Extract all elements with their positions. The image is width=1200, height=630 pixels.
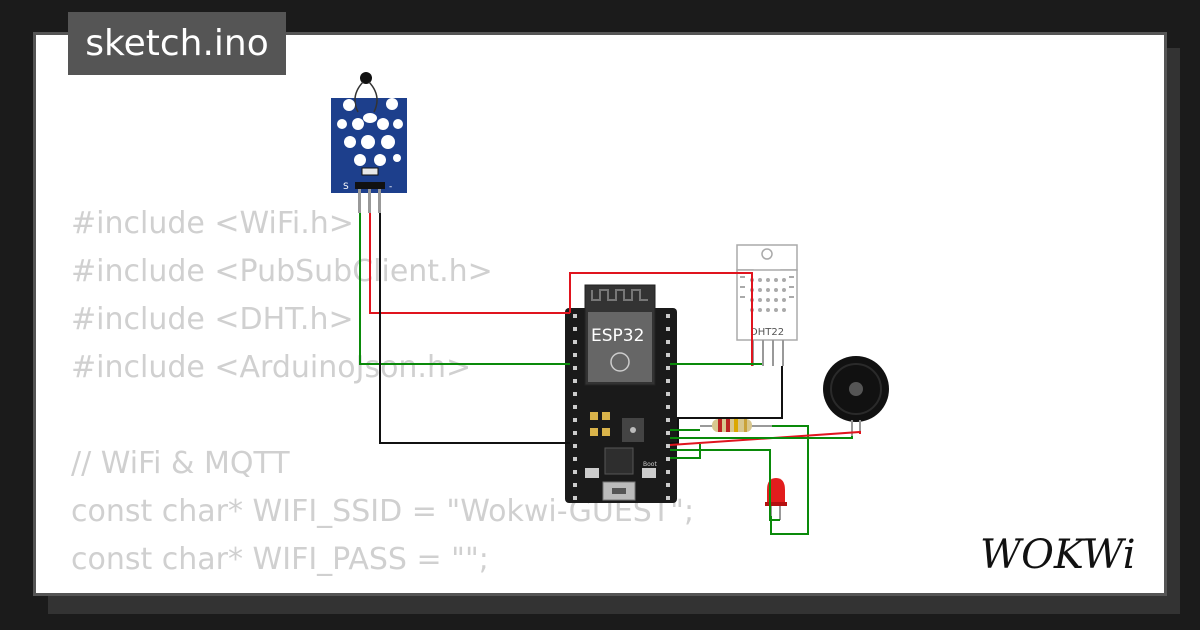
code-line: const char* WIFI_PASS = ""; [71, 542, 489, 577]
wire-buzzer-signal [670, 436, 853, 439]
wokwi-logo-text: WOKWi [980, 532, 1136, 578]
reset-button-cap [585, 468, 599, 478]
code-line: #include <DHT.h> [71, 302, 354, 337]
wire-thermistor-gnd [379, 213, 570, 444]
thermistor-bead [360, 72, 372, 84]
thermistor-module[interactable]: S - [331, 72, 407, 213]
thermistor-pin-minus: - [389, 182, 392, 192]
buzzer[interactable] [823, 356, 889, 436]
wire-buzzer-positive [669, 430, 861, 446]
code-line: #include <PubSubClient.h> [71, 254, 493, 289]
code-line: // WiFi & MQTT [71, 446, 290, 481]
wire-esp32-jumper [670, 444, 701, 459]
wire-thermistor-signal [359, 213, 570, 365]
red-led[interactable] [765, 478, 787, 520]
wire-dht-vcc [569, 272, 753, 366]
wokwi-logo: WOKWi [980, 532, 1136, 578]
dht22-sensor[interactable]: DHT22 [736, 244, 798, 366]
boot-button-cap [642, 468, 656, 478]
code-line: #include <ArduinoJson.h> [71, 350, 472, 385]
wire-led-anode [770, 425, 809, 535]
wire-thermistor-vcc [369, 213, 570, 314]
dht22-label: DHT22 [750, 327, 784, 338]
thermistor-holes [337, 98, 403, 166]
code-line: const char* MQTT_BROKER = "broker.hivemq… [71, 584, 848, 593]
wire-led-cathode [670, 449, 780, 521]
code-line: #include <WiFi.h> [71, 206, 354, 241]
code-preview: #include <WiFi.h> #include <PubSubClient.… [71, 200, 848, 593]
boot-button-label: Boot [643, 461, 657, 468]
esp32-chip-label: ESP32 [591, 326, 644, 346]
resistor[interactable] [700, 419, 772, 432]
sketch-filename-tab[interactable]: sketch.ino [68, 12, 286, 75]
wire-dht-gnd [670, 366, 783, 444]
wires [359, 213, 861, 535]
thermistor-pin-s: S [343, 182, 349, 192]
esp32-board[interactable]: ESP32 Boot [565, 284, 677, 503]
